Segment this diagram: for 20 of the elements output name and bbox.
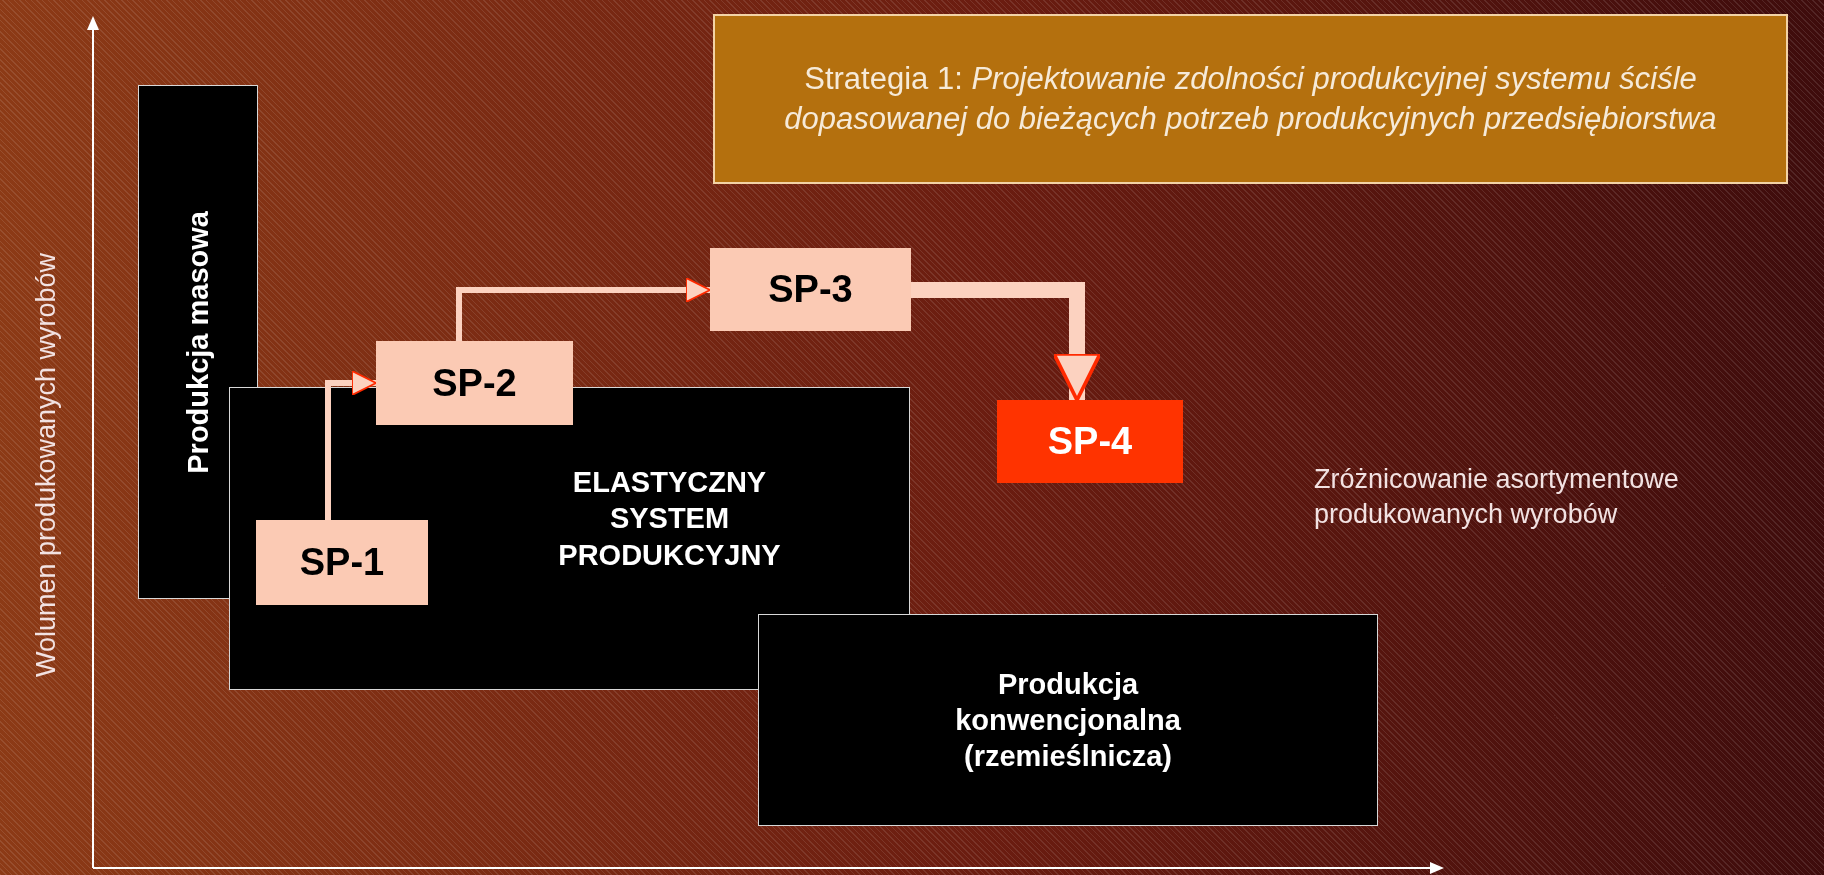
axis-label: Wolumen produkowanych wyrobów [30, 252, 62, 678]
arrow [456, 277, 711, 341]
process-box [758, 614, 1378, 826]
axis-label: Zróżnicowanie asortymentowe produkowanych wyrobów [1314, 463, 1680, 532]
strategy-text: Strategia 1: Projektowanie zdolności produkcyjnej systemu ściśle dopasowanej do bieżących potrzeb produkcyjnych przedsiębiorstwa [783, 59, 1718, 138]
step-box [710, 248, 911, 331]
strategy-banner [713, 14, 1788, 184]
box-label: Produkcja masowa [180, 210, 215, 474]
step-box [256, 520, 428, 605]
step-box [997, 400, 1183, 483]
process-box [138, 85, 258, 599]
arrow [911, 282, 1102, 402]
box-label: Produkcja konwencjonalna (rzemieślnicza) [954, 666, 1182, 775]
step-box [376, 341, 573, 425]
box-label: SP-2 [432, 361, 517, 405]
box-label: ELASTYCZNY SYSTEM PRODUKCYJNY [557, 465, 782, 573]
box-label: SP-4 [1047, 420, 1133, 463]
arrow [325, 370, 377, 520]
box-label: SP-1 [299, 539, 385, 585]
box-label: SP-3 [768, 268, 853, 311]
